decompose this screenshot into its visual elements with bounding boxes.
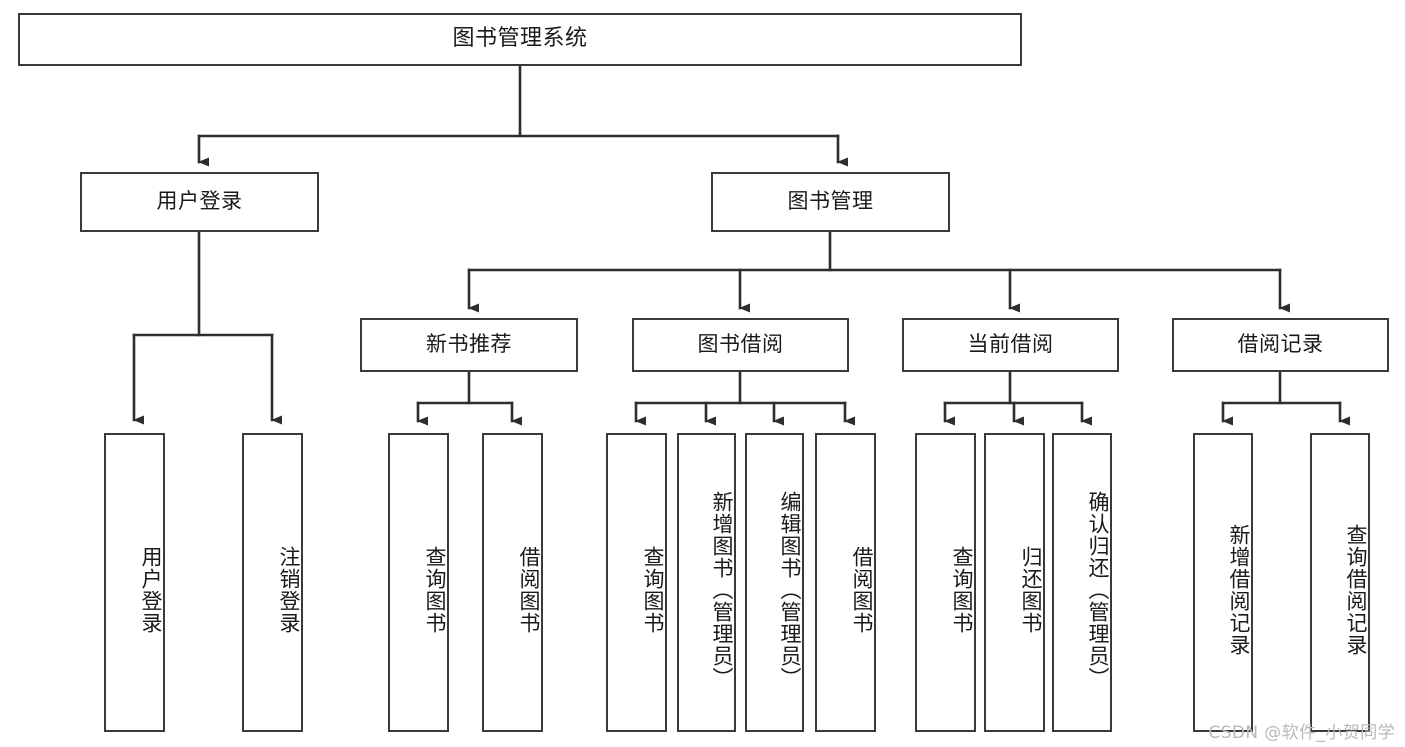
node-book-manage[interactable]: 图书管理 [711, 172, 950, 232]
node-label: 查询图书 [641, 545, 665, 634]
node-leaf-query-record[interactable]: 查询借阅记录 [1310, 433, 1370, 732]
node-leaf-borrow-book-2[interactable]: 借阅图书 [815, 433, 876, 732]
node-leaf-user-login[interactable]: 用户登录 [104, 433, 165, 732]
node-label: 注销登录 [277, 545, 301, 634]
node-new-book-recommend[interactable]: 新书推荐 [360, 318, 578, 372]
node-label: 借阅记录 [1237, 332, 1324, 357]
watermark-text: CSDN @软件_小贺同学 [1208, 723, 1395, 743]
node-label: 图书管理系统 [452, 26, 588, 52]
node-label: 用户登录 [156, 189, 243, 214]
node-current-borrow[interactable]: 当前借阅 [902, 318, 1119, 372]
node-leaf-logout-login[interactable]: 注销登录 [242, 433, 303, 732]
node-label: 确认归还（管理员） [1086, 490, 1110, 689]
node-leaf-add-book[interactable]: 新增图书（管理员） [677, 433, 736, 732]
node-leaf-add-record[interactable]: 新增借阅记录 [1193, 433, 1253, 732]
node-label: 查询借阅记录 [1344, 523, 1368, 656]
node-label: 新书推荐 [426, 332, 512, 357]
node-leaf-edit-book[interactable]: 编辑图书（管理员） [745, 433, 804, 732]
node-label: 新增借阅记录 [1227, 523, 1251, 656]
node-label: 借阅图书 [517, 545, 541, 634]
node-label: 图书借阅 [697, 332, 784, 357]
node-borrow-record[interactable]: 借阅记录 [1172, 318, 1389, 372]
node-leaf-query-book-1[interactable]: 查询图书 [388, 433, 449, 732]
node-book-borrow[interactable]: 图书借阅 [632, 318, 849, 372]
node-leaf-query-book-3[interactable]: 查询图书 [915, 433, 976, 732]
node-label: 查询图书 [423, 545, 447, 634]
node-label: 归还图书 [1019, 545, 1043, 634]
node-label: 借阅图书 [850, 545, 874, 634]
node-leaf-return-book[interactable]: 归还图书 [984, 433, 1045, 732]
node-label: 查询图书 [950, 545, 974, 634]
node-leaf-query-book-2[interactable]: 查询图书 [606, 433, 667, 732]
node-label: 新增图书（管理员） [710, 490, 734, 689]
node-label: 编辑图书（管理员） [778, 490, 802, 689]
node-label: 图书管理 [787, 189, 874, 214]
node-label: 当前借阅 [967, 332, 1054, 357]
node-leaf-borrow-book-1[interactable]: 借阅图书 [482, 433, 543, 732]
node-root-system[interactable]: 图书管理系统 [18, 13, 1022, 66]
node-label: 用户登录 [139, 545, 163, 634]
node-user-login[interactable]: 用户登录 [80, 172, 319, 232]
node-leaf-confirm-return[interactable]: 确认归还（管理员） [1052, 433, 1112, 732]
